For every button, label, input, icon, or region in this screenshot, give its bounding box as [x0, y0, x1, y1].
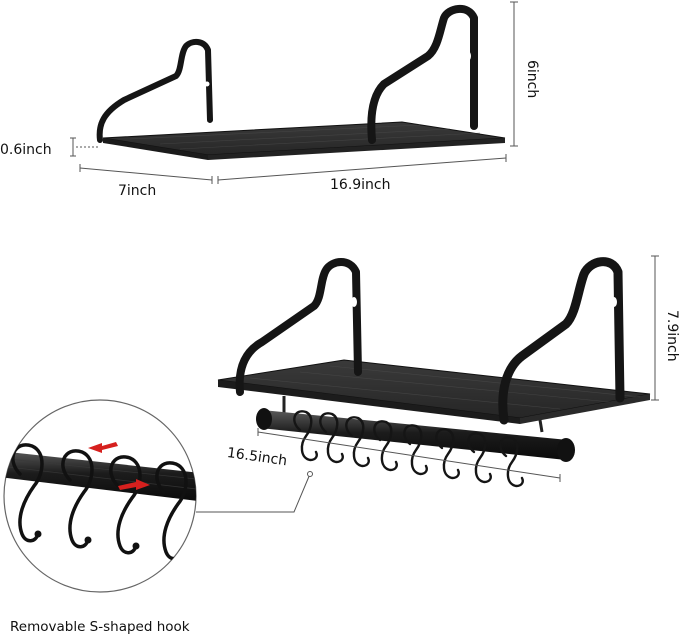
top-thickness-label: 0.6inch	[0, 142, 52, 158]
top-shelf	[96, 5, 506, 160]
bottom-dimension-lines	[196, 255, 659, 513]
top-depth-label: 7inch	[118, 183, 157, 199]
remove-direction-arrows	[88, 442, 150, 490]
bottom-left-bracket	[235, 258, 362, 396]
top-height-label: 6inch	[524, 60, 540, 99]
hook-zoom-detail	[3, 399, 197, 593]
bottom-right-bracket	[498, 257, 625, 425]
top-left-bracket	[96, 38, 213, 143]
bottom-height-label: 7.9inch	[664, 310, 679, 362]
top-length-label: 16.9inch	[330, 177, 391, 193]
hook-caption: Removable S-shaped hook	[10, 619, 190, 635]
top-dimension-lines	[70, 1, 518, 184]
bottom-shelf	[217, 257, 651, 488]
top-right-bracket	[367, 5, 478, 144]
s-hooks	[293, 410, 524, 488]
